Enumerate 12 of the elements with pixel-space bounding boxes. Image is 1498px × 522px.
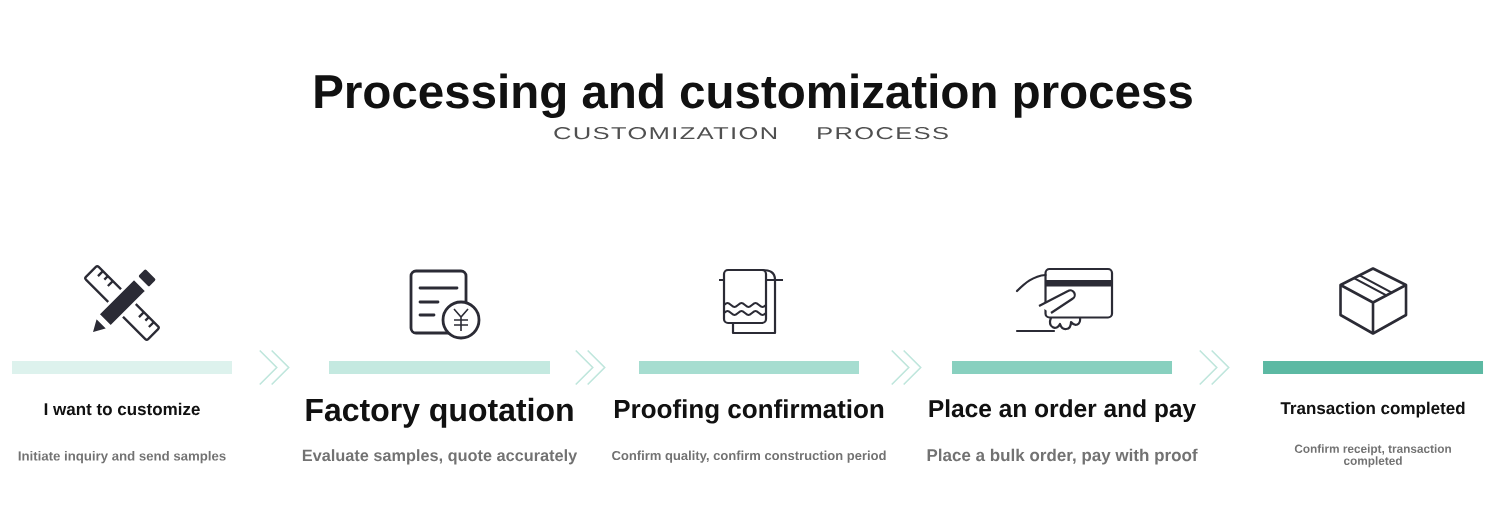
subtitle: CUSTOMIZATION PROCESS [554, 127, 948, 140]
title: Processing and customization process [315, 73, 1192, 119]
step-title: I want to customize [44, 402, 200, 416]
step-description: Confirm receipt, transaction completed [1294, 444, 1451, 468]
step-description: Confirm quality, confirm construction period [612, 450, 886, 463]
step-description: Place a bulk order, pay with proof [927, 448, 1198, 465]
step-title: Factory quotation [306, 397, 573, 428]
step-title: Proofing confirmation [615, 399, 884, 424]
step-title: Place an order and pay [929, 399, 1196, 423]
step-description: Initiate inquiry and send samples [18, 450, 226, 464]
step-title: Transaction completed [1280, 401, 1465, 418]
step-description: Evaluate samples, quote accurately [302, 449, 578, 465]
